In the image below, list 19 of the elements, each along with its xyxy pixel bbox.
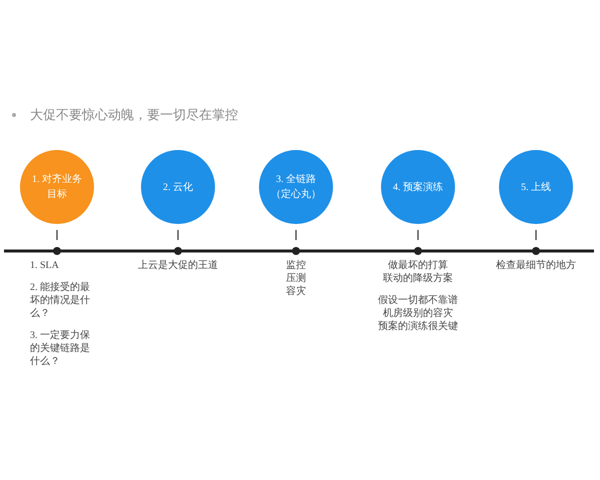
step-note: 做最坏的打算 xyxy=(387,259,449,272)
step-note: 压测 xyxy=(285,272,307,285)
step-circle: 3. 全链路（定心丸） xyxy=(259,150,333,224)
step-circle: 2. 云化 xyxy=(141,150,215,224)
step-note: 2. 能接受的最坏的情况是什么？ xyxy=(30,281,90,320)
step-circle: 5. 上线 xyxy=(499,150,573,224)
step-note: 联动的降级方案 xyxy=(382,272,454,285)
step-note: 1. SLA xyxy=(30,259,60,272)
step-note: 监控 xyxy=(285,259,307,272)
step-note: 机房级别的容灾 xyxy=(382,307,454,320)
title: 大促不要惊心动魄，要一切尽在掌控 xyxy=(30,106,238,124)
step-note: 3. 一定要力保的关键链路是什么？ xyxy=(30,329,90,368)
step-note: 假设一切都不靠谱 xyxy=(377,294,459,307)
step-circle: 4. 预案演练 xyxy=(381,150,455,224)
step-note: 预案的演练很关键 xyxy=(377,320,459,333)
step-note: 容灾 xyxy=(285,285,307,298)
step-note: 检查最细节的地方 xyxy=(495,259,577,272)
step-circle: 1. 对齐业务目标 xyxy=(20,150,94,224)
step-note: 上云是大促的王道 xyxy=(137,259,219,272)
